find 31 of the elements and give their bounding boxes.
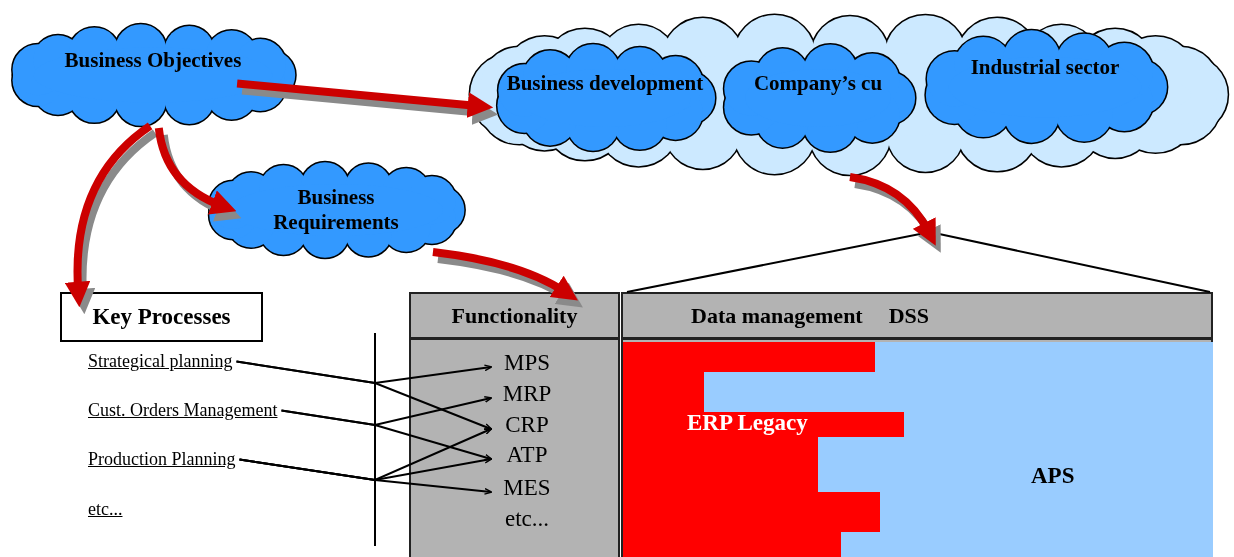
- function-label: MRP: [482, 380, 572, 408]
- arrow: [849, 173, 937, 246]
- arrow: [236, 79, 494, 118]
- process-label: Cust. Orders Management: [88, 400, 278, 421]
- region-label: ERP Legacy: [687, 410, 808, 436]
- function-label: MES: [482, 474, 572, 502]
- function-label: MPS: [482, 349, 572, 377]
- column-header: Data management: [691, 302, 863, 329]
- column-panel: [621, 292, 1213, 557]
- arrow: [235, 360, 493, 430]
- column-panel: [409, 292, 620, 557]
- process-label: etc...: [88, 499, 123, 520]
- arrow: [238, 458, 493, 495]
- column-header: Functionality: [451, 302, 578, 329]
- cloud-label: Business development: [506, 70, 704, 96]
- cloud-label: Industrial sector: [970, 54, 1120, 80]
- box-title: Key Processes: [92, 304, 231, 330]
- region-label: APS: [1031, 463, 1075, 489]
- arrow: [280, 409, 493, 461]
- function-label: CRP: [482, 411, 572, 439]
- cloud-label: Business Objectives: [64, 47, 242, 73]
- arrow: [65, 122, 153, 308]
- cloud-label: Business Requirements: [272, 185, 400, 235]
- column-header: DSS: [888, 302, 930, 329]
- process-label: Production Planning: [88, 449, 236, 470]
- process-label: Strategical planning: [88, 351, 233, 372]
- arrow: [154, 127, 237, 214]
- process-box: [60, 292, 263, 342]
- cloud-label: Company’s cu: [753, 70, 883, 96]
- function-label: etc...: [482, 505, 572, 533]
- function-label: ATP: [482, 441, 572, 469]
